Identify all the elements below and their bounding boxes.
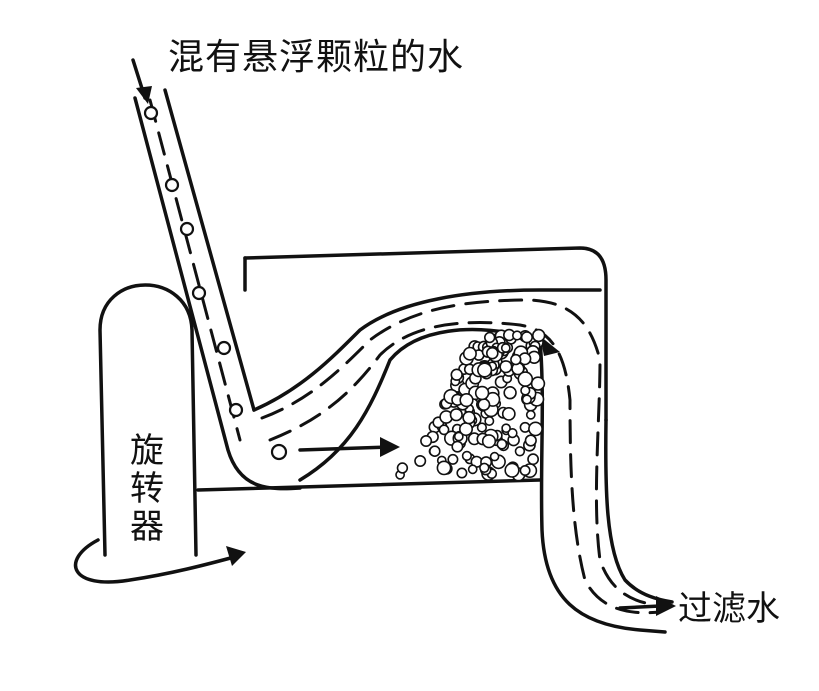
flow-line-main <box>298 327 542 482</box>
particle-icon <box>143 105 159 121</box>
particle-icon <box>216 340 232 356</box>
pile-particle <box>520 385 531 396</box>
outflow-inner-wall <box>538 338 667 634</box>
rotation-arrow-head <box>226 546 246 566</box>
pile-particle <box>456 467 468 479</box>
particle-icon <box>179 221 195 237</box>
pile-particle <box>484 415 495 426</box>
pile-particle <box>514 446 526 457</box>
pile-particle <box>499 360 513 374</box>
flow-arrow-top-head <box>540 336 560 356</box>
pile-particle <box>527 453 539 466</box>
pile-particle <box>530 376 546 391</box>
pile-particle <box>519 464 531 476</box>
rotation-arrow <box>73 538 240 584</box>
pile-particle <box>503 386 517 400</box>
flow-arrow-head <box>380 437 400 457</box>
pile-particle <box>517 371 534 387</box>
pile-particle <box>396 462 409 474</box>
pile-particle <box>510 353 522 366</box>
pile-particle <box>489 451 500 462</box>
particle-icon <box>270 443 288 461</box>
water-surface <box>252 288 602 412</box>
pile-particle <box>485 346 499 360</box>
inlet-pipe-centerline <box>148 98 242 442</box>
pile-particle <box>428 445 441 458</box>
pile-particle <box>481 434 497 449</box>
flow-line-1 <box>260 298 652 606</box>
pile-particle <box>504 462 520 478</box>
pile-particle <box>459 393 474 408</box>
pile-particle <box>500 343 511 353</box>
particle-pile <box>395 328 546 482</box>
pile-particle <box>484 331 496 344</box>
pile-particle <box>438 424 450 436</box>
pile-particle <box>447 453 459 465</box>
pile-particle <box>474 385 490 401</box>
tank-bottom-edge <box>196 478 542 492</box>
output-arrow <box>618 604 662 610</box>
output-arrow-head <box>656 596 676 616</box>
pile-particle <box>479 462 490 473</box>
pile-particle <box>520 331 534 344</box>
pile-particle <box>511 330 523 341</box>
pile-particle <box>450 368 463 381</box>
tank-top-edge <box>243 246 608 422</box>
pile-particle <box>453 431 464 442</box>
pile-particle <box>477 362 493 378</box>
particle-icon <box>228 402 244 418</box>
inlet-pipe-left-wall <box>133 96 302 491</box>
pile-particle <box>501 406 516 421</box>
rotator-pillar <box>98 283 198 557</box>
pile-particle <box>420 434 433 447</box>
pile-particle <box>436 460 452 476</box>
pile-particle <box>524 434 537 447</box>
pile-particle <box>507 428 518 439</box>
pile-particle <box>476 422 488 433</box>
outflow-outer-wall <box>603 418 674 604</box>
pile-particle <box>525 409 536 420</box>
particle-icon <box>191 285 207 301</box>
input-arrow-head <box>136 86 152 104</box>
pile-particle <box>461 450 473 462</box>
pile-particle <box>477 398 491 411</box>
pile-particle <box>531 328 546 343</box>
input-water-label: 混有悬浮颗粒的水 <box>168 37 465 78</box>
pile-particle <box>414 454 427 467</box>
rotator-label: 旋转器 <box>130 431 164 547</box>
pile-particle <box>462 410 476 425</box>
inlet-pipe-right-wall <box>163 88 256 412</box>
pile-particle <box>462 346 477 361</box>
pile-particle <box>521 394 533 405</box>
flow-line-2 <box>268 321 662 615</box>
pile-particle <box>449 408 463 422</box>
pile-particle <box>528 421 543 437</box>
pile-particle <box>451 440 464 453</box>
flow-arrow-icon <box>298 445 390 452</box>
filtered-water-label: 过滤水 <box>678 589 780 629</box>
pile-particle <box>496 438 508 450</box>
pile-particle <box>501 423 511 434</box>
pile-particle <box>467 464 478 475</box>
particle-icon <box>164 177 180 193</box>
